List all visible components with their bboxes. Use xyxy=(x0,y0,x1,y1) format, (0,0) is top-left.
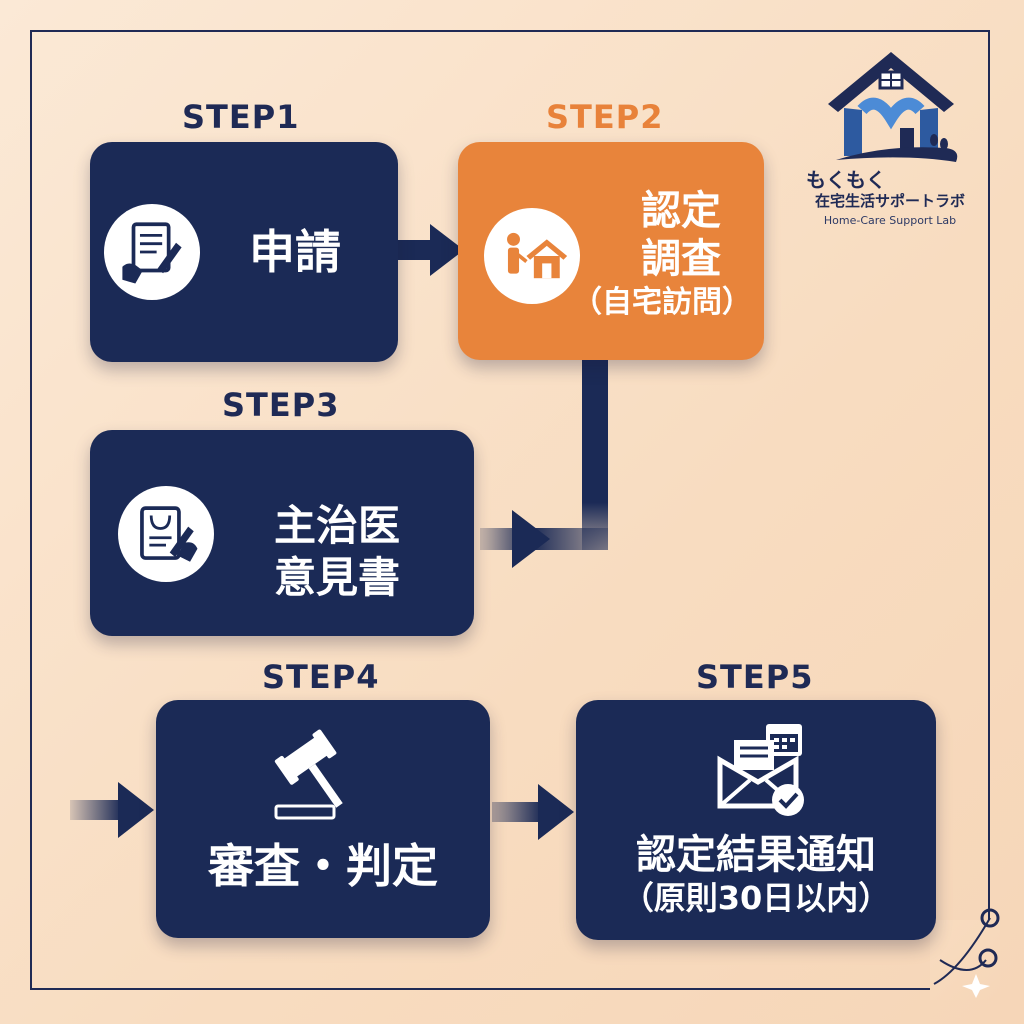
step2-line3: （自宅訪問） xyxy=(572,285,752,320)
logo-name-line2: 在宅生活サポートラボ xyxy=(814,192,965,210)
arrow-step1-to-step2 xyxy=(396,224,464,276)
outer-frame xyxy=(30,30,990,990)
step5-line2: （原則30日以内） xyxy=(621,879,891,917)
connector-step2-to-step3 xyxy=(480,360,608,568)
step5-line1: 認定結果通知 xyxy=(636,832,876,878)
step4-card: 審査・判定 xyxy=(156,700,490,938)
brand-logo: もくもく 在宅生活サポートラボ Home-Care Support Lab xyxy=(790,48,990,238)
logo-name-line1: もくもく xyxy=(806,168,886,192)
person-house-icon xyxy=(484,208,580,304)
step5-label: STEP5 xyxy=(696,658,814,696)
step3-card: 主治医 意見書 xyxy=(90,430,474,636)
step1-card: 申請 xyxy=(90,142,398,362)
logo-name-en: Home-Care Support Lab xyxy=(823,214,957,227)
arrow-into-step4 xyxy=(70,782,154,838)
gavel-icon xyxy=(274,729,343,820)
step4-label: STEP4 xyxy=(262,658,380,696)
document-sign-icon xyxy=(104,204,200,300)
step1-title: 申請 xyxy=(249,225,341,279)
step2-line2: 調査 xyxy=(641,236,721,282)
step3-line1: 主治医 xyxy=(273,501,400,550)
step1-label: STEP1 xyxy=(182,98,300,136)
step3-label: STEP3 xyxy=(222,386,340,424)
step5-card: 認定結果通知 （原則30日以内） xyxy=(576,700,936,940)
step3-line2: 意見書 xyxy=(273,553,400,602)
step2-label: STEP2 xyxy=(546,98,664,136)
step4-title: 審査・判定 xyxy=(208,839,438,893)
medical-record-sign-icon xyxy=(118,486,214,582)
step2-card: 認定 調査 （自宅訪問） xyxy=(458,142,764,360)
house-logo-icon xyxy=(828,52,958,162)
envelope-calendar-check-icon xyxy=(717,724,804,816)
arrow-step4-to-step5 xyxy=(492,784,574,840)
corner-decoration-icon xyxy=(933,908,1000,998)
step2-line1: 認定 xyxy=(641,188,721,234)
